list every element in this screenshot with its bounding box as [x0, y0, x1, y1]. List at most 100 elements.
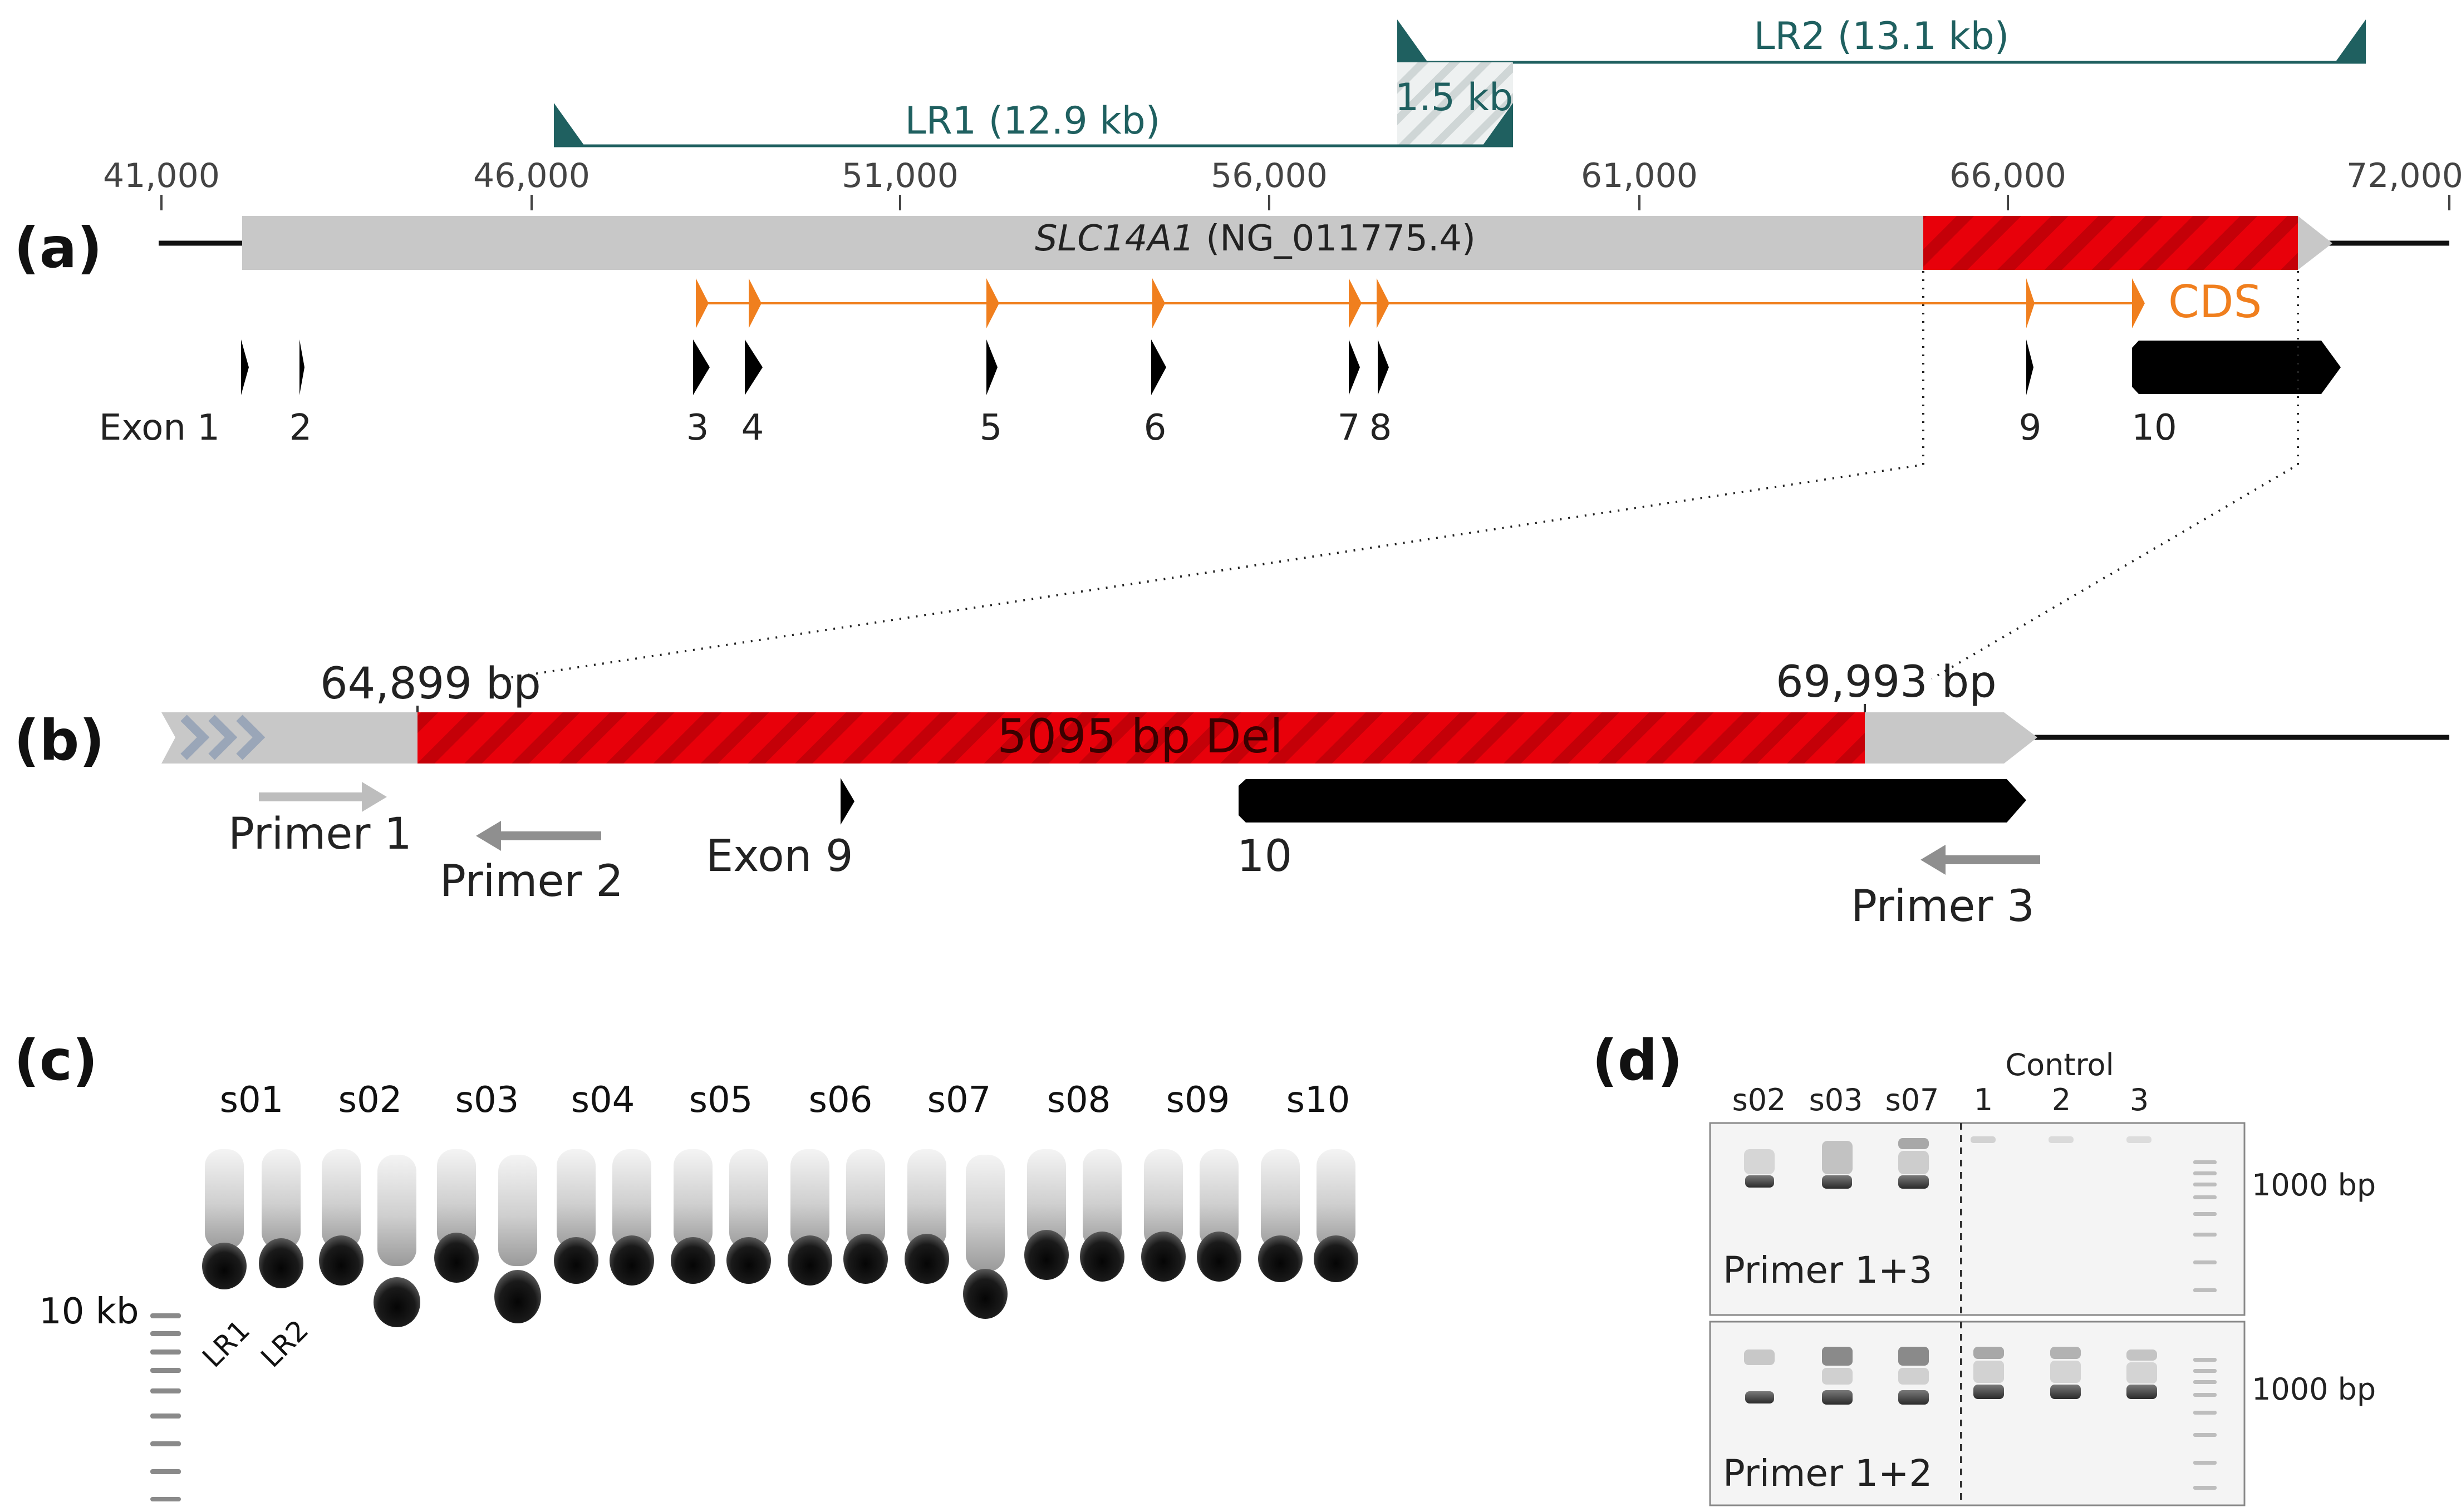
primer-2-label: Primer 2: [440, 856, 623, 907]
exon-9-label: Exon 9: [706, 831, 853, 881]
deletion-region: [1923, 216, 2298, 270]
zoom-connector: [500, 271, 2299, 680]
lane-label: s07: [1885, 1082, 1939, 1117]
exon-label: 6: [1144, 407, 1167, 449]
left-breakpoint-label: 64,899 bp: [320, 659, 541, 709]
exon-5: [986, 339, 998, 395]
exon-9: [2026, 339, 2033, 395]
ladder-c: [150, 1313, 181, 1501]
exon-label: 2: [289, 407, 312, 449]
primer-bottom-label: Primer 1+2: [1723, 1452, 1932, 1495]
well-s05-lr1: [671, 1149, 715, 1284]
axis-tick: 41,000: [103, 156, 220, 195]
gel-bands-c: [202, 1149, 1358, 1327]
exon-6: [1151, 339, 1166, 395]
lane-label: s03: [1809, 1082, 1863, 1117]
lr2-label: LR2 (13.1 kb): [1754, 14, 2010, 58]
axis-tick: 72,000: [2346, 156, 2461, 195]
primer-1-label: Primer 1: [228, 809, 412, 859]
axis-tick: 61,000: [1581, 156, 1698, 195]
lr1-forward-primer-marker: [554, 103, 584, 146]
axis-tick: 66,000: [1949, 156, 2066, 195]
well-s10-lr2: [1314, 1149, 1358, 1282]
gene-body: [242, 216, 2332, 270]
panel-c: (c) s01 s02 s03 s04 s05 s06 s07 s08 s09 …: [14, 1028, 1381, 1512]
lane-label: s06: [809, 1080, 873, 1121]
well-s06-lr2: [843, 1149, 888, 1284]
well-s01-lr1: [202, 1149, 247, 1289]
lane-label: s10: [1286, 1080, 1350, 1121]
exon-label: 8: [1369, 407, 1392, 449]
gel-d-bottom: Primer 1+2: [1709, 1321, 2246, 1506]
bands-d-bottom: [1744, 1347, 2217, 1490]
primer-3-label: Primer 3: [1851, 881, 2035, 932]
well-s03-lr2: [494, 1155, 541, 1323]
exon-label: 3: [686, 407, 709, 449]
well-s03-lr1: [434, 1149, 479, 1283]
exon-2: [299, 339, 304, 395]
well-s06-lr1: [788, 1149, 832, 1286]
lr2-amplicon: LR2 (13.1 kb): [1397, 14, 2366, 64]
overlap-label: 1.5 kb: [1395, 76, 1513, 120]
well-s07-lr1: [905, 1149, 949, 1284]
control-lane-label: 1: [1974, 1082, 1993, 1117]
control-lane-label: 2: [2052, 1082, 2071, 1117]
lr1-reverse-primer-marker: [1482, 103, 1513, 146]
lr1-amplicon: LR1 (12.9 kb): [554, 99, 1513, 147]
well-s07-lr2: [963, 1155, 1008, 1319]
panel-d: (d) Control s02 s03 s07 1 2 3: [1592, 1028, 2376, 1506]
control-lane-label: 3: [2130, 1082, 2149, 1117]
exon-10-b: [1239, 779, 2026, 823]
panel-b-label: (b): [14, 708, 105, 773]
right-breakpoint-label: 69,993 bp: [1776, 657, 1997, 707]
size-label-top: 1000 bp: [2252, 1168, 2376, 1203]
lane-label: s05: [689, 1080, 753, 1121]
gene-label: SLC14A1 (NG_011775.4): [1035, 218, 1476, 259]
lane-label: s04: [571, 1080, 635, 1121]
exon-label: Exon 1: [99, 407, 220, 449]
exon-track: Exon 1 2 3 4 5 6 7 8 9 10: [99, 339, 2341, 449]
well-s09-lr2: [1197, 1149, 1241, 1282]
exon-9-b: [841, 778, 854, 825]
deletion-region-b: [417, 712, 1865, 764]
well-s08-lr2: [1080, 1149, 1124, 1282]
lr2-reverse-primer-marker: [2335, 19, 2366, 62]
exon-10: [2132, 341, 2341, 394]
lane-label: s02: [1732, 1082, 1786, 1117]
lane-label: s03: [455, 1080, 519, 1121]
exon-label: 5: [980, 407, 1003, 449]
cds-label: CDS: [2168, 276, 2262, 328]
well-s05-lr2: [726, 1149, 771, 1284]
lane-label: s02: [338, 1080, 402, 1121]
axis-tick: 51,000: [842, 156, 959, 195]
axis-tick: 46,000: [473, 156, 590, 195]
exon-1: [241, 339, 249, 395]
control-title: Control: [2005, 1047, 2114, 1082]
well-s02-lr1: [319, 1149, 363, 1286]
panel-a-label: (a): [14, 215, 102, 280]
lane-label: s07: [927, 1080, 991, 1121]
genomic-axis: 41,000 46,000 51,000 56,000 61,000 66,00…: [103, 156, 2461, 210]
lr2-forward-primer-marker: [1397, 19, 1428, 62]
panel-a: (a) LR2 (13.1 kb) LR1 (12.9 kb) 1.5 kb 4…: [14, 14, 2461, 680]
exon-label: 10: [2131, 407, 2177, 449]
lane-label: s09: [1166, 1080, 1230, 1121]
well-s09-lr1: [1141, 1149, 1186, 1282]
primer-3: [1920, 845, 2040, 875]
bands-d-top: [1744, 1136, 2217, 1292]
gel-d-top: Primer 1+3: [1709, 1122, 2246, 1316]
well-s10-lr1: [1258, 1149, 1303, 1282]
primer-1: [259, 782, 387, 812]
lane-labels-c: s01 s02 s03 s04 s05 s06 s07 s08 s09 s10: [220, 1080, 1350, 1121]
well-s04-lr2: [610, 1149, 654, 1286]
exon-8: [1378, 339, 1389, 395]
gene-name: SLC14A1: [1035, 218, 1195, 259]
exon-10-label: 10: [1237, 831, 1292, 881]
exon-7: [1349, 339, 1360, 395]
exon-4: [745, 339, 763, 395]
lr1-label: LR1 (12.9 kb): [905, 99, 1161, 143]
primer-top-label: Primer 1+3: [1723, 1249, 1932, 1292]
axis-tick: 56,000: [1211, 156, 1328, 195]
panel-c-label: (c): [14, 1028, 98, 1093]
